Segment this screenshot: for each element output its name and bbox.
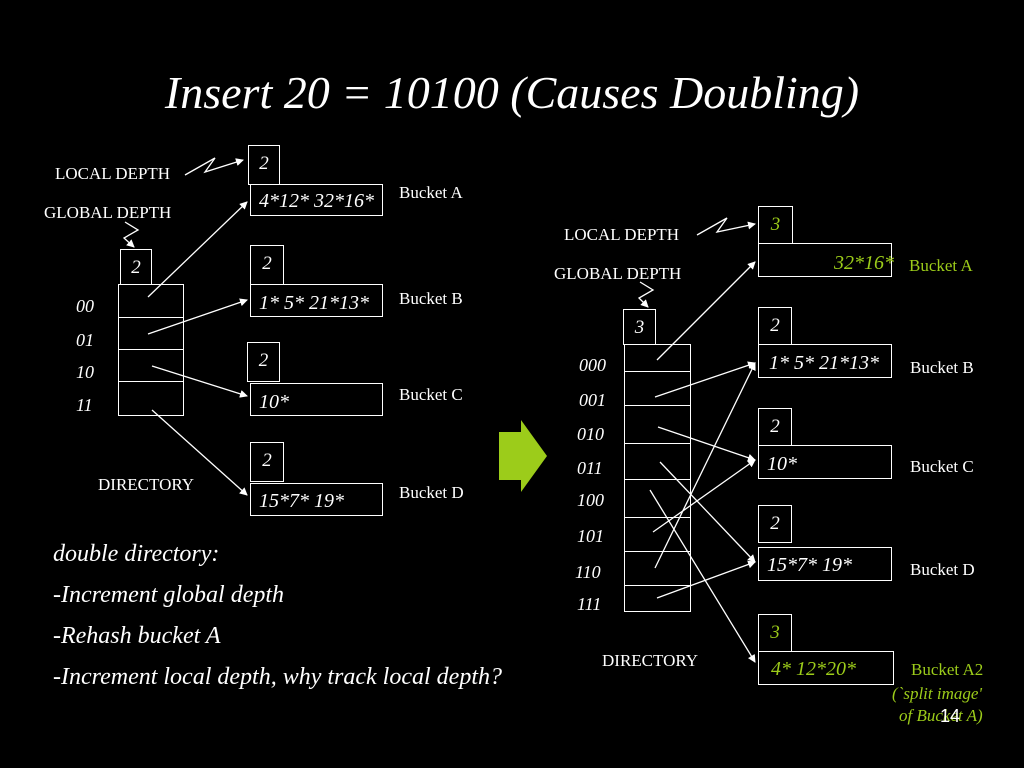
local-depth-box: 2 <box>758 307 792 345</box>
dir-entry-right: 001 <box>579 390 606 410</box>
global-depth-label: GLOBAL DEPTH <box>44 203 172 222</box>
left-arrow-10 <box>151 365 248 398</box>
dir-entry-right: 011 <box>577 458 603 478</box>
dir-entry: 00 <box>76 296 94 316</box>
bucket-a2-label: Bucket A2 <box>911 660 984 679</box>
local-depth-box: 2 <box>250 442 284 482</box>
note-line: -Increment local depth, why track local … <box>53 664 502 690</box>
dir-entry-right: 111 <box>577 594 602 614</box>
global-depth-label-right: GLOBAL DEPTH <box>554 264 682 283</box>
bucket-c-label: Bucket C <box>399 385 463 404</box>
bucket-b-label: Bucket B <box>399 289 463 308</box>
right-arrow-001 <box>654 361 756 398</box>
directory-right <box>624 344 691 612</box>
local-depth-box-green: 3 <box>758 614 792 652</box>
dir-entry-right: 010 <box>577 424 604 444</box>
left-arrow-00 <box>147 201 248 298</box>
bucket-a-label-right: Bucket A <box>909 256 973 275</box>
bucket-d-entries: 15*7* 19* <box>250 483 383 516</box>
right-arrow-101 <box>649 489 756 663</box>
directory <box>118 284 184 416</box>
dir-entry-right: 101 <box>577 526 604 546</box>
left-arrow-11 <box>151 409 248 496</box>
local-depth-pointer <box>184 157 244 176</box>
local-depth-label: LOCAL DEPTH <box>55 164 171 183</box>
global-depth-pointer <box>122 221 140 248</box>
right-arrow-100 <box>652 459 756 533</box>
global-depth-box: 2 <box>120 249 152 285</box>
bucket-d-label-right: Bucket D <box>910 560 975 579</box>
note-line: -Increment global depth <box>53 582 285 608</box>
global-depth-pointer-right <box>637 281 655 308</box>
local-depth-box: 2 <box>758 505 792 543</box>
dir-entry: 10 <box>76 362 94 382</box>
bucket-a2-entries: 4* 12*20* <box>758 651 894 685</box>
right-arrow-010 <box>657 426 756 462</box>
right-arrow-000 <box>656 261 756 361</box>
note-line: -Rehash bucket A <box>53 623 221 649</box>
right-arrow-icon <box>499 420 547 492</box>
split-image-note: of Bucket A) <box>899 706 983 725</box>
directory-label: DIRECTORY <box>98 475 195 494</box>
dir-entry-right: 000 <box>579 355 606 375</box>
split-image-note: (`split image' <box>892 684 983 703</box>
local-depth-box: 2 <box>248 145 280 185</box>
left-arrow-01 <box>147 298 248 335</box>
local-depth-label-right: LOCAL DEPTH <box>564 225 680 244</box>
bucket-c-entries: 10* <box>250 383 383 416</box>
dir-entry: 01 <box>76 330 94 350</box>
right-arrow-011 <box>659 461 756 563</box>
right-arrow-111 <box>656 560 756 599</box>
bucket-c-entries-right: 10* <box>758 445 892 479</box>
bucket-c-label-right: Bucket C <box>910 457 974 476</box>
bucket-d-entries-right: 15*7* 19* <box>758 547 892 581</box>
local-depth-box-green: 3 <box>758 206 793 244</box>
dir-entry: 11 <box>76 395 93 415</box>
slide-title: Insert 20 = 10100 (Causes Doubling) <box>164 67 860 118</box>
bucket-a-entries-right: 32*16* <box>758 243 894 277</box>
local-depth-box: 2 <box>758 408 792 446</box>
bucket-a-entries: 4*12* 32*16* <box>250 184 383 216</box>
notes: double directory: -Increment global dept… <box>53 534 502 698</box>
dir-entry-right: 110 <box>575 562 601 582</box>
local-depth-pointer-right <box>696 217 756 236</box>
bucket-d-label: Bucket D <box>399 483 464 502</box>
local-depth-box: 2 <box>250 245 284 285</box>
bucket-b-entries-right: 1* 5* 21*13* <box>758 344 892 378</box>
note-line: double directory: <box>53 541 220 567</box>
slide-number: 14 <box>940 706 961 726</box>
local-depth-box: 2 <box>247 342 280 382</box>
directory-label-right: DIRECTORY <box>602 651 699 670</box>
bucket-a-label: Bucket A <box>399 183 463 202</box>
right-arrow-110 <box>654 362 756 569</box>
bucket-b-entries: 1* 5* 21*13* <box>250 284 383 317</box>
dir-entry-right: 100 <box>577 490 604 510</box>
bucket-b-label-right: Bucket B <box>910 358 974 377</box>
global-depth-box-right: 3 <box>623 309 656 345</box>
